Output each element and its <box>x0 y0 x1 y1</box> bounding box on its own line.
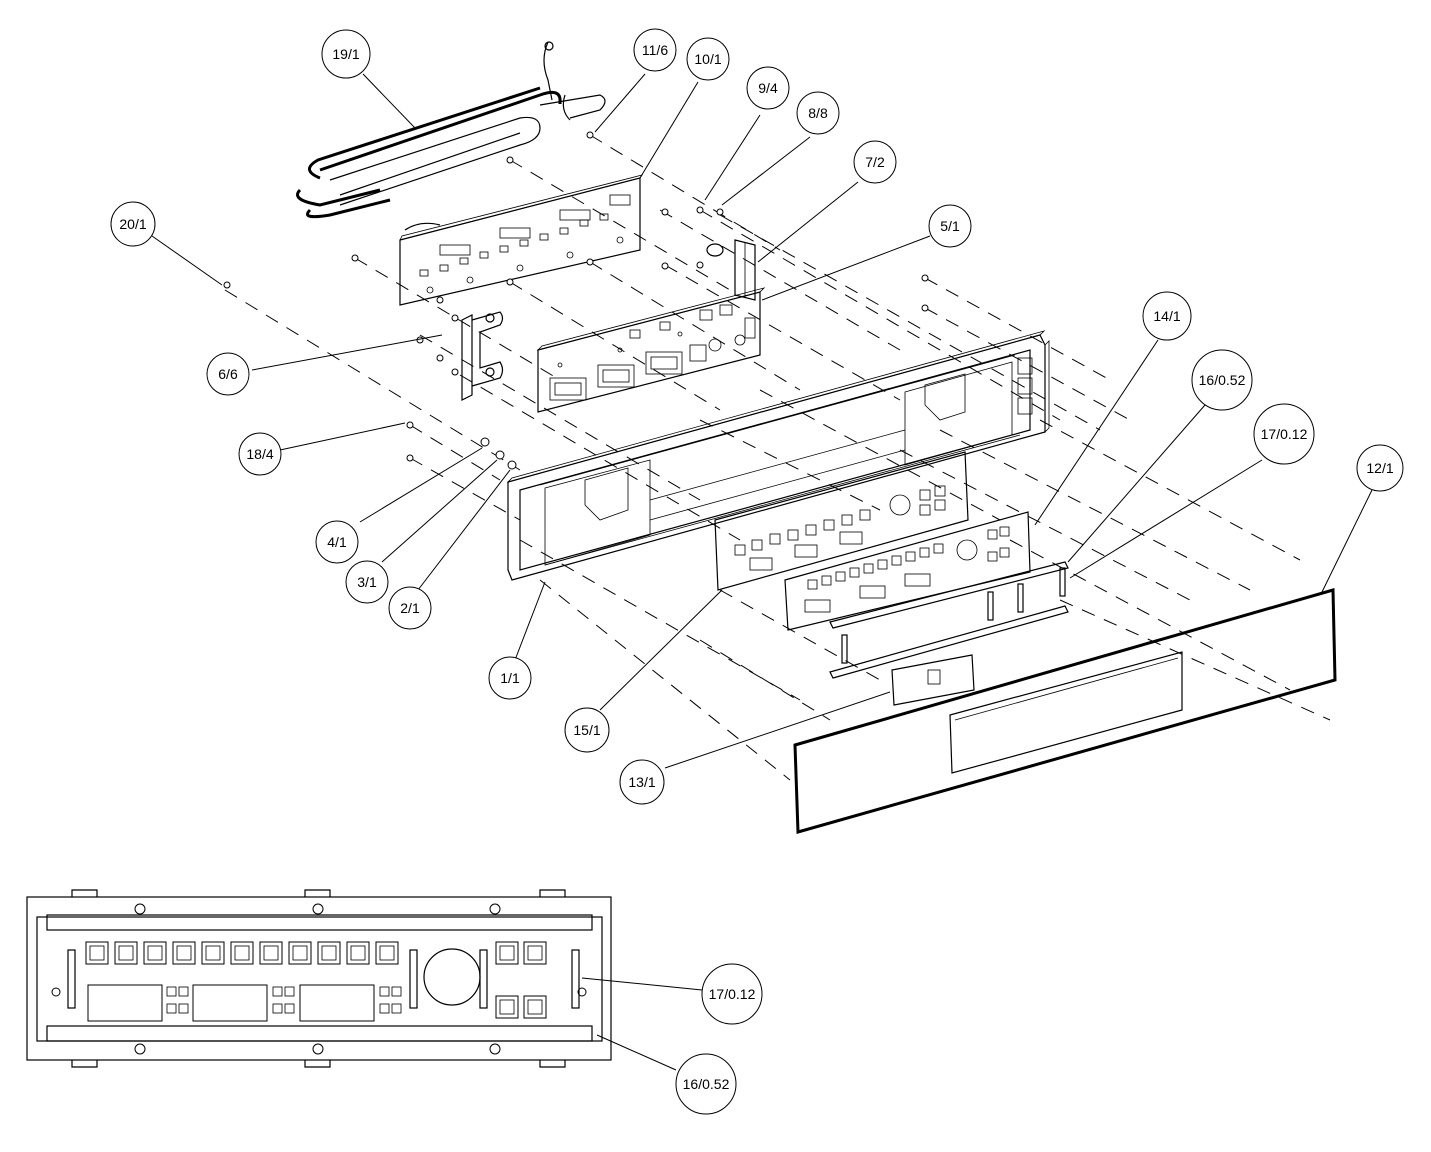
callout-17-front-view: 17/0.12 <box>701 963 763 1025</box>
callout-17: 17/0.12 <box>1253 403 1315 465</box>
circuit-board-part-10 <box>399 174 643 306</box>
front-view-knob <box>423 948 481 1006</box>
callout-16: 16/0.52 <box>1191 349 1253 411</box>
callout-2: 2/1 <box>388 586 432 630</box>
callout-19-label: 19/1 <box>332 46 359 62</box>
callout-8-label: 8/8 <box>808 105 828 121</box>
callout-18: 18/4 <box>238 432 282 476</box>
callouts: 19/1 11/6 10/1 9/4 8/8 7/2 5/1 20/1 <box>110 28 1404 1115</box>
callout-7-label: 7/2 <box>865 154 885 170</box>
callout-3: 3/1 <box>345 560 389 604</box>
front-view-right-keys <box>495 941 547 1019</box>
callout-15-label: 15/1 <box>573 722 600 738</box>
callout-8: 8/8 <box>796 91 840 135</box>
bracket-part-6 <box>461 311 504 401</box>
callout-16-label: 16/0.52 <box>1199 372 1246 388</box>
heating-element-part-19 <box>296 41 606 219</box>
callout-11: 11/6 <box>633 28 677 72</box>
callout-14-label: 14/1 <box>1153 308 1180 324</box>
callout-12-label: 12/1 <box>1366 460 1393 476</box>
callout-5: 5/1 <box>928 204 972 248</box>
back-panel-part-15 <box>714 451 969 591</box>
callout-2-label: 2/1 <box>400 600 420 616</box>
control-board-part-5 <box>536 287 766 413</box>
callout-3-label: 3/1 <box>357 574 377 590</box>
callout-18-label: 18/4 <box>246 446 273 462</box>
assembly-dashed-lines <box>224 134 1331 781</box>
callout-10: 10/1 <box>686 37 730 81</box>
callout-17-front-view-label: 17/0.12 <box>709 986 756 1002</box>
callout-20-label: 20/1 <box>119 216 146 232</box>
front-view-displays <box>87 984 402 1022</box>
callout-9-label: 9/4 <box>758 80 778 96</box>
badge-part-13 <box>891 654 975 706</box>
front-view-panel <box>26 889 612 1068</box>
trim-strips-part-16-17 <box>829 561 1069 679</box>
callout-14: 14/1 <box>1142 291 1192 341</box>
main-frame-part-1 <box>506 330 1050 581</box>
callout-7: 7/2 <box>853 140 897 184</box>
callout-6-label: 6/6 <box>218 366 238 382</box>
callout-16-front-view: 16/0.52 <box>675 1053 737 1115</box>
callout-1: 1/1 <box>488 656 532 700</box>
glass-panel-part-12 <box>793 588 1337 834</box>
callout-15: 15/1 <box>564 707 610 753</box>
callout-12: 12/1 <box>1356 444 1404 492</box>
callout-10-label: 10/1 <box>694 51 721 67</box>
callout-20: 20/1 <box>110 201 156 247</box>
callout-5-label: 5/1 <box>940 218 960 234</box>
callout-16-front-view-label: 16/0.52 <box>683 1076 730 1092</box>
callout-leader-lines <box>151 73 1373 1071</box>
screws <box>223 131 929 470</box>
callout-4-label: 4/1 <box>327 534 347 550</box>
callout-11-label: 11/6 <box>642 42 668 58</box>
front-view-keys-row <box>85 941 399 965</box>
callout-9: 9/4 <box>746 66 790 110</box>
callout-13: 13/1 <box>619 759 665 805</box>
face-panel-part-14 <box>784 511 1031 631</box>
callout-17-label: 17/0.12 <box>1261 426 1308 442</box>
callout-13-label: 13/1 <box>628 774 655 790</box>
callout-19: 19/1 <box>321 29 371 79</box>
callout-4: 4/1 <box>315 520 359 564</box>
callout-6: 6/6 <box>206 352 250 396</box>
callout-1-label: 1/1 <box>500 670 520 686</box>
bracket-part-7 <box>706 239 756 301</box>
